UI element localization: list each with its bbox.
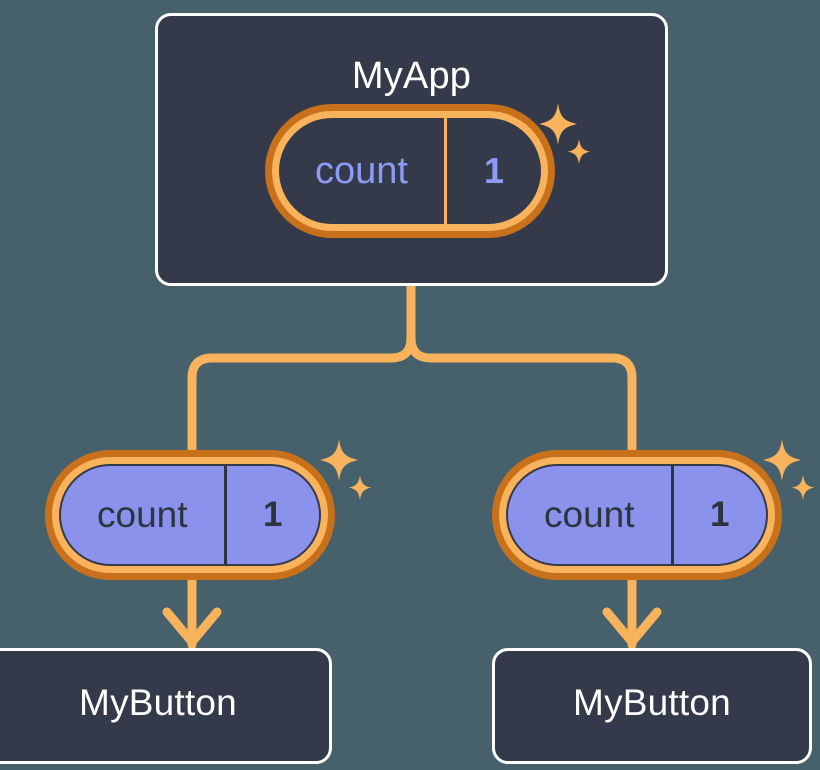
connector-root-to-left [187, 281, 416, 457]
state-pill-outer-ring: count 1 [45, 450, 335, 580]
state-pill-value-left: 1 [223, 466, 319, 564]
arrowhead-right-icon [602, 607, 662, 647]
component-card-mybutton-left[interactable]: MyButton [0, 648, 332, 764]
state-pill-value-right: 1 [670, 466, 766, 564]
component-card-mybutton-right[interactable]: MyButton [492, 648, 812, 764]
state-pill-key-left: count [97, 494, 188, 535]
state-pill-inner-ring: count 1 [499, 457, 775, 573]
state-pill-inner-ring: count 1 [272, 111, 548, 231]
component-title-myapp: MyApp [351, 55, 472, 97]
state-pill-key-right: count [544, 494, 635, 535]
state-pill-key-myapp: count [315, 149, 408, 192]
state-pill-body: count 1 [59, 464, 321, 566]
state-pill-body: count 1 [279, 118, 541, 224]
state-pill-inner-ring: count 1 [52, 457, 328, 573]
component-title-mybutton-left: MyButton [79, 682, 237, 723]
state-pill-outer-ring: count 1 [265, 104, 555, 238]
state-pill-value-myapp: 1 [444, 118, 541, 224]
state-pill-right[interactable]: count 1 [492, 450, 782, 580]
connector-root-to-right [406, 281, 637, 457]
state-pill-body: count 1 [506, 464, 768, 566]
component-title-mybutton-right: MyButton [573, 682, 731, 723]
state-pill-myapp[interactable]: count 1 [265, 104, 555, 238]
state-pill-outer-ring: count 1 [492, 450, 782, 580]
state-pill-left[interactable]: count 1 [45, 450, 335, 580]
arrowhead-left-icon [162, 607, 222, 647]
